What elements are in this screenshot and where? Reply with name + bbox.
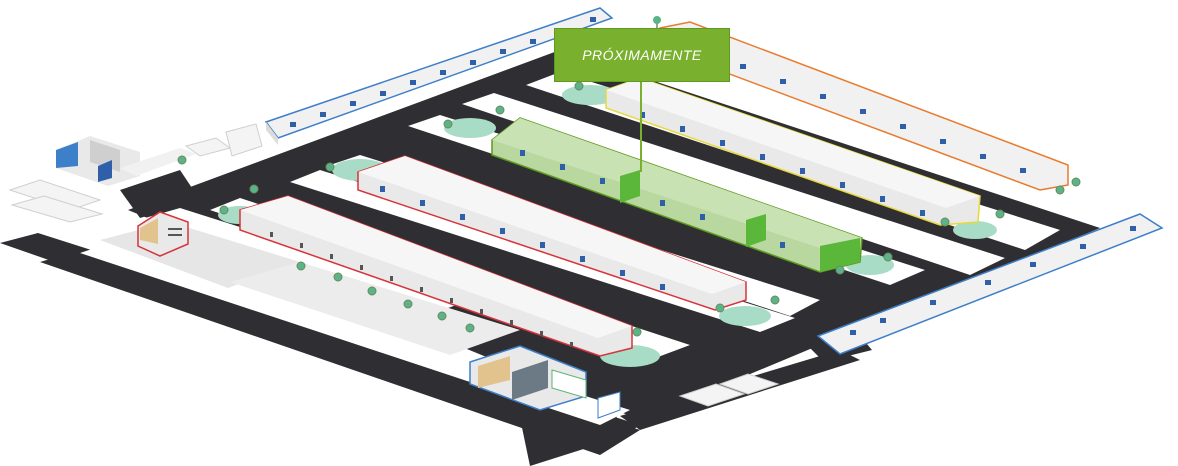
office-building-left[interactable] bbox=[137, 211, 189, 257]
warehouse-cluster-south[interactable] bbox=[469, 345, 621, 419]
warehouse-red-front[interactable] bbox=[239, 195, 633, 357]
coming-soon-label: PRÓXIMAMENTE bbox=[582, 47, 702, 63]
coming-soon-callout[interactable]: PRÓXIMAMENTE bbox=[554, 28, 730, 82]
tree-icon bbox=[653, 16, 661, 28]
trees bbox=[177, 16, 1081, 337]
warehouse-cluster-west[interactable] bbox=[56, 136, 196, 186]
small-sheds bbox=[8, 123, 780, 407]
warehouse-row-southeast[interactable] bbox=[816, 213, 1164, 355]
warehouse-coming-soon[interactable] bbox=[491, 117, 863, 273]
warehouse-red-middle[interactable] bbox=[357, 155, 747, 311]
warehouse-yellow[interactable] bbox=[605, 77, 981, 226]
